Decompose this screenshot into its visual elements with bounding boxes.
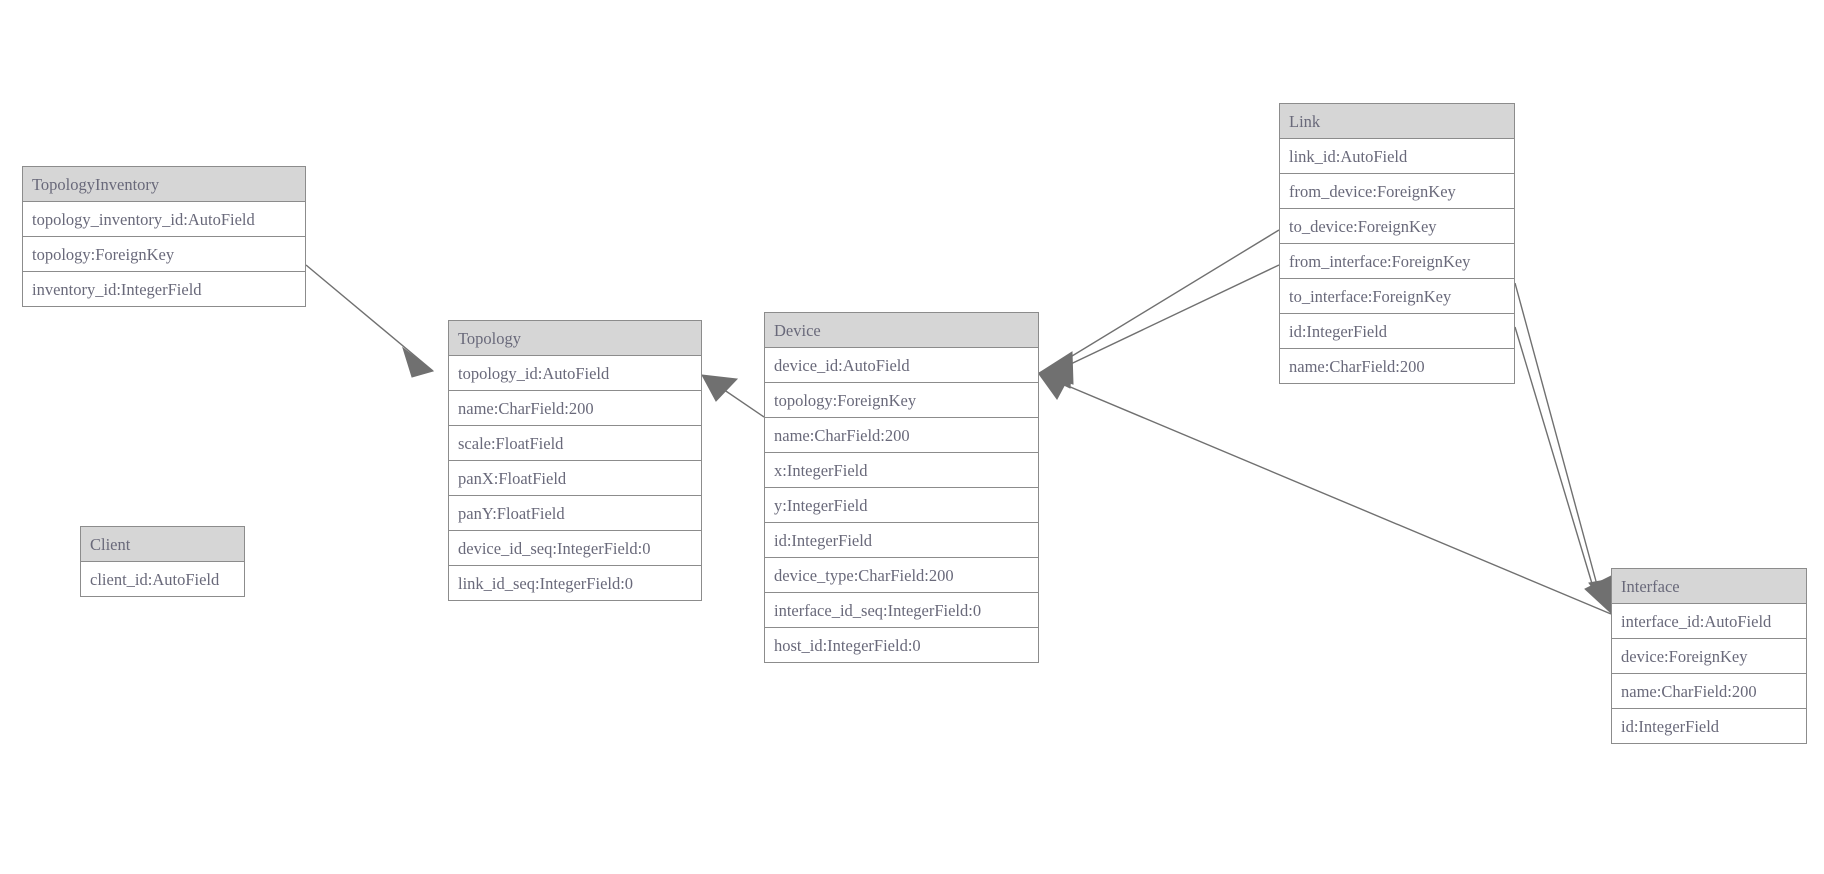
entity-field-row[interactable]: name:CharField:200 — [449, 391, 701, 426]
entity-field-row[interactable]: name:CharField:200 — [765, 418, 1038, 453]
relationship-arrowhead-icon — [1038, 370, 1073, 400]
entity-field-row[interactable]: link_id_seq:IntegerField:0 — [449, 566, 701, 601]
relationship-line — [1053, 229, 1280, 368]
entity-field-row[interactable]: id:IntegerField — [1612, 709, 1806, 744]
relationship-line — [1055, 380, 1612, 615]
entity-field-row[interactable]: inventory_id:IntegerField — [23, 272, 305, 307]
entity-field-row[interactable]: device_type:CharField:200 — [765, 558, 1038, 593]
entity-field-row[interactable]: id:IntegerField — [1280, 314, 1514, 349]
relationship-link-from-interface — [1514, 282, 1618, 615]
entity-field-row[interactable]: host_id:IntegerField:0 — [765, 628, 1038, 663]
relationship-link-to-device — [1037, 264, 1280, 389]
relationship-link-from-device — [1037, 229, 1280, 385]
entity-field-row[interactable]: link_id:AutoField — [1280, 139, 1514, 174]
relationship-arrowhead-icon — [1584, 575, 1612, 615]
entity-title-device: Device — [765, 313, 1038, 348]
entity-field-row[interactable]: interface_id_seq:IntegerField:0 — [765, 593, 1038, 628]
entity-title-client: Client — [81, 527, 244, 562]
entity-field-row[interactable]: topology_inventory_id:AutoField — [23, 202, 305, 237]
entity-field-row[interactable]: from_interface:ForeignKey — [1280, 244, 1514, 279]
entity-field-row[interactable]: device_id_seq:IntegerField:0 — [449, 531, 701, 566]
entity-field-row[interactable]: x:IntegerField — [765, 453, 1038, 488]
entity-title-link: Link — [1280, 104, 1514, 139]
entity-field-row[interactable]: id:IntegerField — [765, 523, 1038, 558]
entity-field-row[interactable]: to_interface:ForeignKey — [1280, 279, 1514, 314]
entity-field-row[interactable]: topology:ForeignKey — [23, 237, 305, 272]
relationship-line — [1514, 326, 1597, 598]
entity-field-row[interactable]: y:IntegerField — [765, 488, 1038, 523]
relationship-arrowhead-icon — [402, 346, 435, 378]
entity-field-row[interactable]: panY:FloatField — [449, 496, 701, 531]
relationship-topologyinventory-topology — [305, 264, 435, 378]
entity-field-row[interactable]: interface_id:AutoField — [1612, 604, 1806, 639]
relationship-arrowhead-icon — [701, 374, 739, 402]
entity-title-topology_inventory: TopologyInventory — [23, 167, 305, 202]
entity-title-topology: Topology — [449, 321, 701, 356]
entity-field-row[interactable]: to_device:ForeignKey — [1280, 209, 1514, 244]
entity-field-row[interactable]: from_device:ForeignKey — [1280, 174, 1514, 209]
entity-field-row[interactable]: client_id:AutoField — [81, 562, 244, 597]
relationship-interface-device — [1038, 370, 1612, 615]
relationship-line — [305, 264, 434, 372]
relationship-device-topology — [701, 374, 765, 418]
entity-field-row[interactable]: name:CharField:200 — [1612, 674, 1806, 709]
entity-field-row[interactable]: device_id:AutoField — [765, 348, 1038, 383]
relationship-arrowhead-icon — [1037, 351, 1074, 385]
entity-field-row[interactable]: name:CharField:200 — [1280, 349, 1514, 384]
relationship-link-to-interface — [1514, 326, 1612, 615]
entity-field-row[interactable]: panX:FloatField — [449, 461, 701, 496]
entity-field-row[interactable]: device:ForeignKey — [1612, 639, 1806, 674]
relationship-line — [1514, 282, 1601, 597]
entity-field-row[interactable]: scale:FloatField — [449, 426, 701, 461]
entity-field-row[interactable]: topology:ForeignKey — [765, 383, 1038, 418]
entity-title-interface: Interface — [1612, 569, 1806, 604]
relationship-line — [716, 384, 765, 418]
relationship-arrowhead-icon — [1037, 356, 1073, 389]
entity-field-row[interactable]: topology_id:AutoField — [449, 356, 701, 391]
relationship-line — [1055, 264, 1280, 372]
